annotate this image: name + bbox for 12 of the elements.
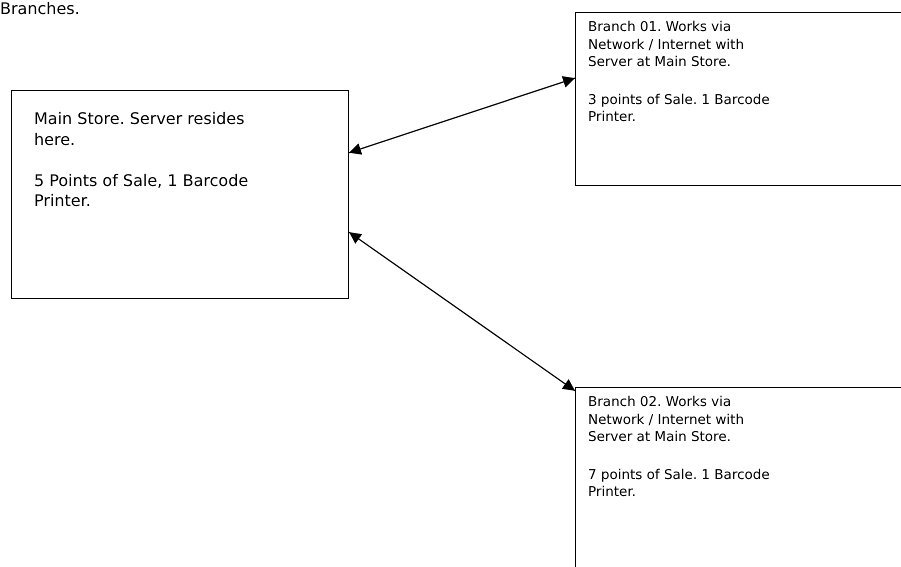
text-box bbox=[11, 90, 349, 299]
node-text: Branch 01. Works via Network / Internet with Server at Main Store. bbox=[588, 19, 746, 72]
node-text: 5 Points of Sale, 1 Barcode Printer. bbox=[34, 170, 250, 212]
node-text: 7 points of Sale. 1 Barcode Printer. bbox=[588, 466, 771, 502]
node-text: Branch 02. Works via Network / Internet with Server at Main Store. bbox=[588, 394, 746, 447]
double-arrow bbox=[348, 232, 576, 392]
heading-text: Branches. bbox=[0, 0, 80, 18]
double-arrow bbox=[348, 76, 576, 155]
node-text: Main Store. Server resides here. bbox=[34, 109, 246, 151]
node-text: 3 points of Sale. 1 Barcode Printer. bbox=[588, 92, 771, 127]
text-box bbox=[575, 12, 901, 186]
text-box bbox=[575, 387, 901, 567]
